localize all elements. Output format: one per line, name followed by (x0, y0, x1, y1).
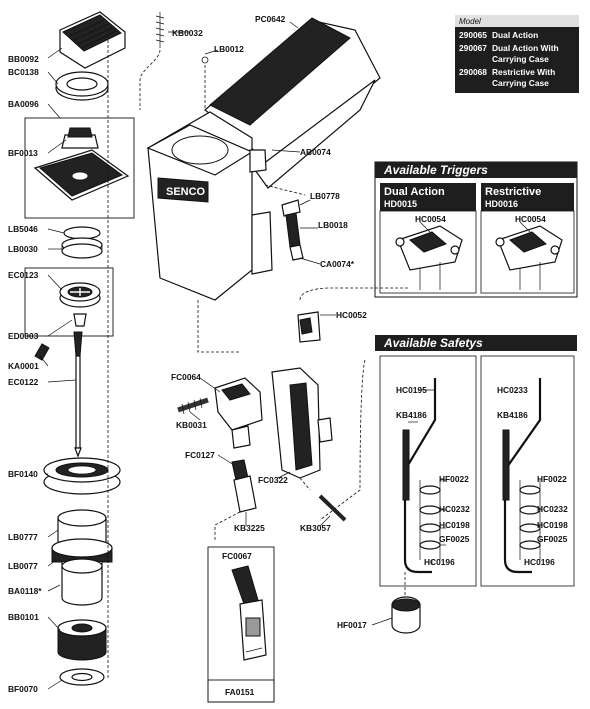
left-leader-lines (39, 47, 77, 690)
label-fc0067: FC0067 (222, 551, 252, 561)
rod-part (73, 331, 83, 458)
label-hc0052: HC0052 (336, 310, 367, 320)
model-desc-line2: Carrying Case (492, 54, 549, 64)
drive-assembly-labels: FC0064 KB0031 FC0127 FC0322 KB3225 KB305… (171, 372, 331, 533)
label-lb0012: LB0012 (214, 44, 244, 54)
plate-part (33, 127, 130, 201)
label-lb0018: LB0018 (318, 220, 348, 230)
ba0096-box (24, 117, 135, 219)
safeties-section: Available Safetys HC0195 KB4186 HF0022 H… (375, 335, 577, 587)
label-hc0054-restrictive: HC0054 (515, 214, 546, 224)
label-kb0031: KB0031 (176, 420, 207, 430)
label-right-k: KB4186 (497, 410, 528, 420)
label-bf0013: BF0013 (8, 148, 38, 158)
label-bc0138: BC0138 (8, 67, 39, 77)
label-bb0101: BB0101 (8, 612, 39, 622)
fa0151-box: FC0067 FA0151 (207, 546, 275, 703)
cylinder-cap-part (43, 457, 121, 495)
ring-part (55, 71, 109, 101)
label-fc0064: FC0064 (171, 372, 201, 382)
model-code: 290065 (459, 30, 487, 40)
ec0123-box (24, 267, 114, 337)
triggers-section: Available Triggers Dual Action HD0015 Re… (374, 161, 578, 298)
label-left-k: KB4186 (396, 410, 427, 420)
label-lb0077: LB0077 (8, 561, 38, 571)
trigger-valve-part: HC0052 (297, 287, 410, 343)
label-right-e: HC0196 (524, 557, 555, 567)
model-code: 290068 (459, 67, 487, 77)
label-bb0092: BB0092 (8, 54, 39, 64)
drive-assembly (177, 359, 366, 540)
trigger-dual-name: Dual Action (384, 186, 445, 198)
label-ab0074: AB0074 (300, 147, 331, 157)
left-labels: BB0092 BC0138 BA0096 BF0013 LB5046 LB003… (8, 54, 42, 694)
label-left-c: HC0198 (439, 520, 470, 530)
model-desc-line2: Carrying Case (492, 78, 549, 88)
restrictive-trigger-part (495, 225, 563, 290)
label-ec0123: EC0123 (8, 270, 39, 280)
label-kb3225: KB3225 (234, 523, 265, 533)
label-ka0001: KA0001 (8, 361, 39, 371)
left-safety-part (402, 378, 446, 574)
label-bf0070: BF0070 (8, 684, 38, 694)
fitting-parts: LB0778 LB0018 CA0074* (264, 184, 355, 269)
label-left-b: HC0232 (439, 504, 470, 514)
triggers-title: Available Triggers (383, 163, 488, 177)
nose-clamp-part: HF0017 (337, 572, 421, 634)
label-bf0140: BF0140 (8, 469, 38, 479)
label-hc0054-dual: HC0054 (415, 214, 446, 224)
top-cap-part (59, 11, 126, 69)
center-top-labels: KB0032 LB0012 PC0642 AB0074 (168, 14, 331, 157)
label-ba0096: BA0096 (8, 99, 39, 109)
label-right-b: HC0232 (537, 504, 568, 514)
model-box-title: Model (459, 17, 481, 26)
bumper-part (57, 619, 107, 661)
valve-part (59, 282, 101, 327)
label-fc0322: FC0322 (258, 475, 288, 485)
trigger-restrictive-code: HD0016 (485, 199, 518, 209)
model-desc: Dual Action With (492, 43, 559, 53)
label-ec0122: EC0122 (8, 377, 39, 387)
label-fc0127: FC0127 (185, 450, 215, 460)
trigger-dual-code: HD0015 (384, 199, 417, 209)
label-left-a: HF0022 (439, 474, 469, 484)
pin-part (34, 343, 50, 361)
washer-part (59, 668, 105, 686)
model-box: Model 290065 Dual Action 290067 Dual Act… (455, 15, 579, 93)
label-right-c: HC0198 (537, 520, 568, 530)
brand-logo: SENCO (166, 186, 206, 198)
label-lb0778: LB0778 (310, 191, 340, 201)
label-lb0777: LB0777 (8, 532, 38, 542)
label-right-a: HF0022 (537, 474, 567, 484)
label-right-top: HC0233 (497, 385, 528, 395)
label-kb0032: KB0032 (172, 28, 203, 38)
seal-ring-part (61, 226, 103, 259)
model-desc: Dual Action (492, 30, 538, 40)
label-lb5046: LB5046 (8, 224, 38, 234)
label-right-d: GF0025 (537, 534, 568, 544)
cylinder-part (51, 509, 113, 606)
spring-kb0031-part (177, 397, 209, 415)
label-hf0017: HF0017 (337, 620, 367, 630)
label-ed0003: ED0003 (8, 331, 39, 341)
left-column-parts (24, 11, 135, 686)
label-lb0030: LB0030 (8, 244, 38, 254)
safeties-title: Available Safetys (383, 336, 483, 350)
label-ba0118: BA0118* (8, 586, 42, 596)
label-left-d: GF0025 (439, 534, 470, 544)
right-safety-part (502, 378, 542, 574)
dual-trigger-part (395, 225, 463, 290)
model-code: 290067 (459, 43, 487, 53)
tool-body: SENCO (139, 12, 381, 353)
label-kb3057: KB3057 (300, 523, 331, 533)
label-left-e: HC0196 (424, 557, 455, 567)
label-fa0151: FA0151 (225, 687, 255, 697)
trigger-restrictive-name: Restrictive (485, 186, 541, 198)
label-left-top: HC0195 (396, 385, 427, 395)
label-ca0074: CA0074* (320, 259, 355, 269)
model-desc: Restrictive With (492, 67, 555, 77)
label-pc0642: PC0642 (255, 14, 286, 24)
